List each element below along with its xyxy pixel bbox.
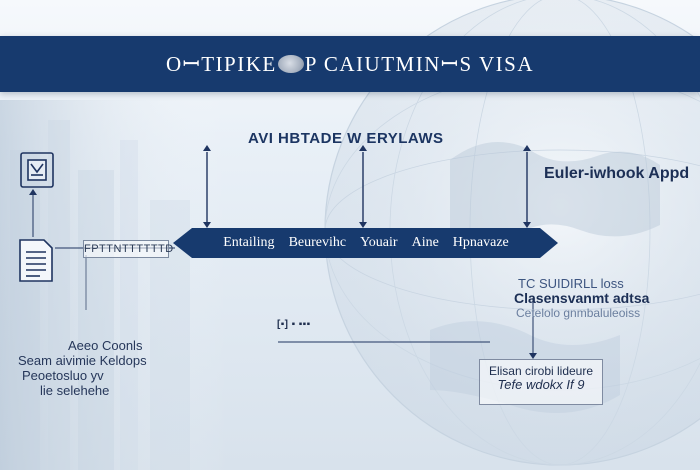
right-heading: Euler-iwhook Appd xyxy=(544,165,690,182)
input-box: FPTTNTTTTTTD xyxy=(83,240,173,258)
ribbon-step-1: Entailing xyxy=(223,235,275,250)
result-box: Elisan cirobi lideure Tefe wdokx If 9 xyxy=(479,359,603,405)
ribbon-step-5: Hpnavaze xyxy=(452,235,509,250)
title-banner: OꟷTIPIKE P CAIUTMINꟷS VISA xyxy=(0,36,700,92)
ribbon-labels: Entailing Beurevihc Youair Aine Hpnavaze xyxy=(176,229,556,257)
blurred-logo xyxy=(277,55,304,73)
banner-title-part1: OꟷTIPIKE xyxy=(165,52,277,76)
left-note-1: Aeeo Coonls xyxy=(68,338,143,353)
diagram-heading: AVI HBTADE W ERYLAWS xyxy=(248,130,444,147)
ribbon-step-3: Youair xyxy=(360,235,398,250)
left-note-3: Peoetosluo yv xyxy=(22,368,104,383)
arrows-top xyxy=(203,145,531,228)
right-connectors xyxy=(529,298,537,359)
result-line-2: Tefe wdokx If 9 xyxy=(497,377,585,392)
ribbon-step-2: Beurevihc xyxy=(288,235,347,250)
process-ribbon xyxy=(173,228,558,258)
banner-title-part2: P CAIUTMINꟷS VISA xyxy=(304,52,535,76)
ribbon-step-4: Aine xyxy=(411,235,439,250)
left-note-2: Seam aivimie Keldops xyxy=(18,353,147,368)
right-note-1: TC SUIDIRLL loss xyxy=(518,276,624,291)
document-icon xyxy=(20,152,54,188)
right-note-2: Clasensvanmt adtsa xyxy=(514,290,650,306)
result-line-1: Elisan cirobi lideure xyxy=(488,364,594,378)
mini-label: [▪] ▪ ▪▪▪ xyxy=(277,319,311,330)
right-note-3: Cetelolo gnmbaluleoiss xyxy=(516,306,641,320)
right-notes: TC SUIDIRLL loss Clasensvanmt adtsa Cete… xyxy=(514,276,649,321)
banner-title: OꟷTIPIKE P CAIUTMINꟷS VISA xyxy=(166,50,534,78)
left-note-4: lie selehehe xyxy=(40,383,110,398)
left-notes: Aeeo Coonls Seam aivimie Keldops Peoetos… xyxy=(18,338,147,398)
file-list-icon xyxy=(19,239,53,282)
